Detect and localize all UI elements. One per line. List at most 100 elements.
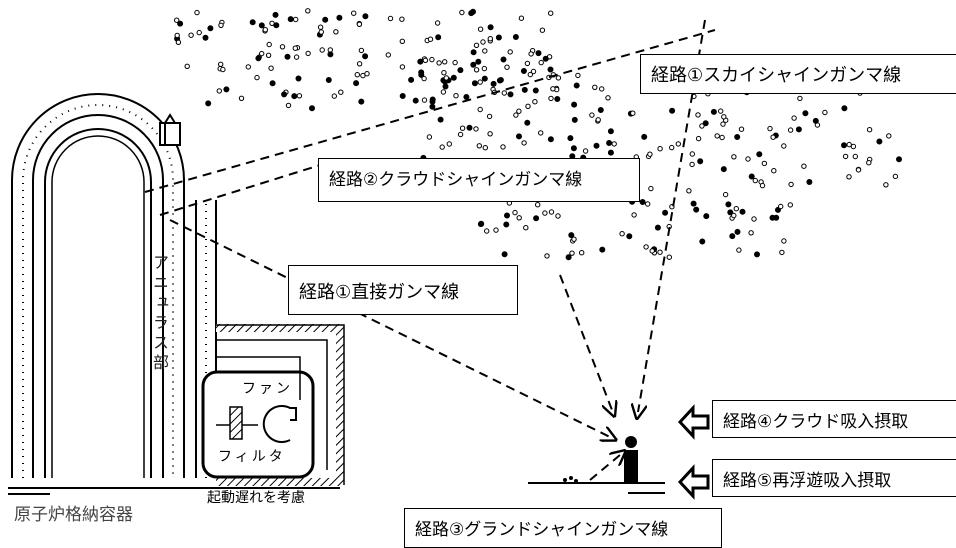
exhaust-stack <box>159 113 181 146</box>
plume-particle <box>778 203 784 210</box>
label-route1-skyshine: 経路①スカイシャインガンマ線 <box>640 54 956 94</box>
plume-particle <box>305 8 311 14</box>
plume-particle <box>779 249 785 256</box>
plume-particle <box>287 16 294 23</box>
plume-particle <box>327 51 334 58</box>
plume-particle <box>641 133 648 140</box>
plume-particle <box>654 224 661 231</box>
plume-particle <box>501 90 507 96</box>
plume-particle <box>573 82 580 89</box>
plume-particle <box>427 36 434 42</box>
plume-particle <box>255 55 262 62</box>
plume-particle <box>446 141 452 147</box>
plume-particle <box>734 228 741 235</box>
plume-particle <box>434 20 441 26</box>
plume-particle <box>788 181 794 188</box>
plume-particle <box>503 221 510 228</box>
plume-particle <box>527 71 533 78</box>
plume-particle <box>426 134 433 140</box>
plume-particle <box>550 86 556 92</box>
plume-particle <box>539 27 546 33</box>
plume-particle <box>548 10 554 16</box>
plume-particle <box>731 212 737 219</box>
plume-particle <box>524 60 531 67</box>
plume-particle <box>399 16 405 22</box>
cloudshine-mid-line <box>159 161 331 216</box>
plume-particle <box>710 108 717 115</box>
plume-particle <box>481 75 488 82</box>
plume-particle <box>470 61 477 68</box>
plume-particle <box>291 93 298 100</box>
plume-particle <box>258 22 265 29</box>
plume-particle <box>268 65 274 71</box>
plume-particle <box>317 24 324 30</box>
plume-particle <box>284 53 291 60</box>
plume-particle <box>322 16 329 23</box>
plume-particle <box>500 144 506 150</box>
plume-particle <box>841 142 847 149</box>
plume-particle <box>223 86 230 93</box>
plume-particle <box>459 9 465 16</box>
plume-particle <box>703 213 710 220</box>
plume-particle <box>281 91 288 98</box>
plume-particle <box>535 50 542 57</box>
plume-particle <box>892 173 899 180</box>
plume-particle <box>666 254 672 260</box>
plume-particle <box>470 8 476 15</box>
plume-particle <box>866 127 873 133</box>
plume-particle <box>761 160 768 167</box>
plume-particle <box>435 34 442 41</box>
plume-particle <box>262 27 268 33</box>
plume-particle <box>542 55 549 62</box>
plume-particle <box>205 100 212 107</box>
plume-particle <box>669 107 676 114</box>
plume-particle <box>547 66 554 73</box>
plume-particle <box>521 86 528 93</box>
plume-particle <box>453 93 459 99</box>
plume-particle <box>751 216 757 222</box>
plume-particle <box>418 69 425 76</box>
plume-particle <box>496 77 503 84</box>
plume-particle <box>754 251 760 258</box>
plume-particle <box>669 144 675 151</box>
plume-particle <box>714 133 720 139</box>
plume-particle <box>504 64 510 70</box>
auxiliary-building <box>201 324 345 486</box>
plume-particle <box>473 67 480 73</box>
plume-particle <box>442 59 448 65</box>
plume-particle <box>806 179 813 185</box>
plume-particle <box>721 114 727 120</box>
plume-particle <box>422 57 429 63</box>
plume-particle <box>333 29 339 35</box>
plume-particle <box>532 87 539 94</box>
plume-particle <box>293 16 299 23</box>
plume-particle <box>196 29 202 36</box>
plume-particle <box>570 145 577 152</box>
plume-particle <box>569 250 575 256</box>
plume-particle <box>218 61 224 68</box>
plume-particle <box>331 93 337 99</box>
direct-gamma-line <box>169 219 610 437</box>
plume-particle <box>689 161 695 168</box>
plume-particle <box>567 135 574 142</box>
plume-particle <box>440 89 447 95</box>
plume-particle <box>533 215 540 222</box>
plume-particle <box>490 80 497 87</box>
plume-particle <box>886 133 892 139</box>
plume-particle <box>647 151 653 157</box>
plume-particle <box>476 143 482 149</box>
arrow-route4-icon <box>677 404 710 440</box>
plume-particle <box>702 120 709 127</box>
plume-particle <box>436 60 442 66</box>
plume-particle <box>399 38 405 44</box>
plume-particle <box>501 251 508 258</box>
plume-particle <box>269 80 276 87</box>
plume-particle <box>649 248 655 254</box>
plume-particle <box>555 213 561 219</box>
plume-particle <box>387 15 394 22</box>
plume-particle <box>459 125 466 131</box>
plume-particle <box>174 32 180 39</box>
plume-particle <box>607 149 614 156</box>
plume-particle <box>611 141 617 147</box>
